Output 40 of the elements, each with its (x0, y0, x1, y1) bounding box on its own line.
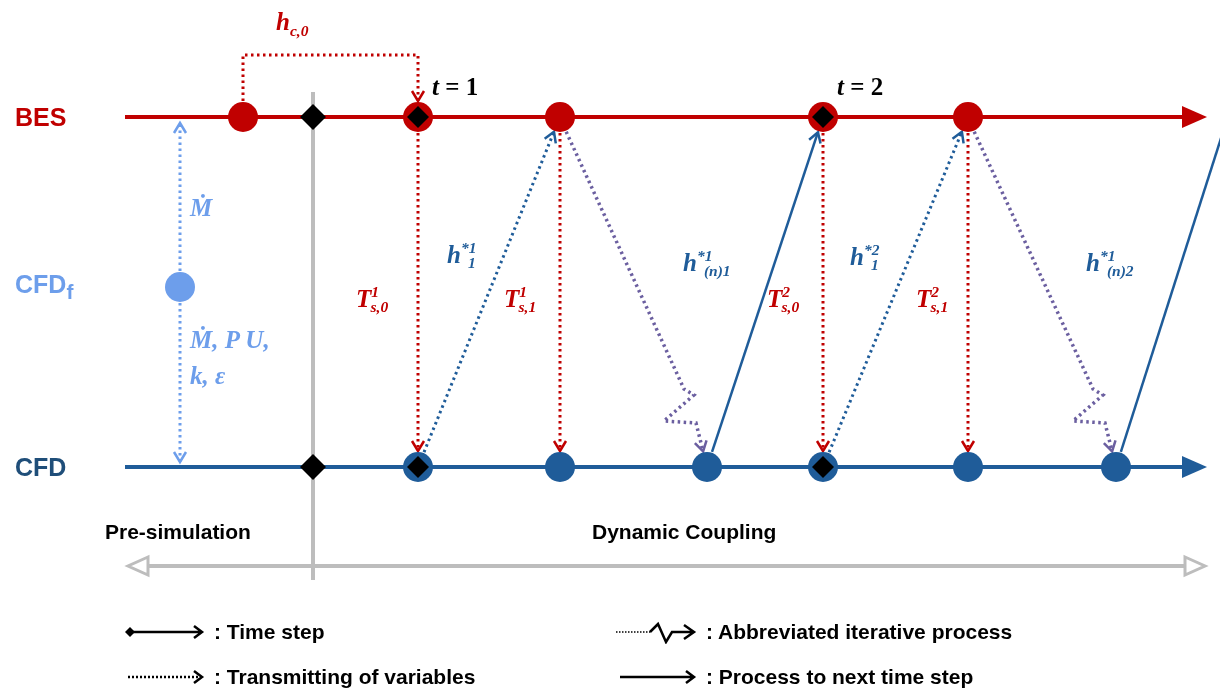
time-step-node (808, 102, 838, 132)
edge-label: h$_{c,0}$ (276, 8, 309, 40)
cfd-step-node (692, 452, 722, 482)
row-label: BES (15, 102, 67, 132)
cfd-f-node (165, 272, 195, 302)
legend-text: : Process to next time step (706, 665, 974, 689)
bes-step-node (228, 102, 258, 132)
arrow (710, 130, 822, 453)
arrow (552, 133, 568, 453)
iteration-arrow (564, 131, 708, 453)
phase-label: Dynamic Coupling (592, 520, 777, 544)
time-step-marker (298, 452, 328, 482)
arrow (241, 53, 426, 103)
cfd-step-node (1101, 452, 1131, 482)
arrow (410, 133, 426, 453)
arrow (827, 130, 965, 453)
cfd-step-node (953, 452, 983, 482)
time-step-node (403, 452, 433, 482)
edge-label: Ṁ (190, 194, 213, 222)
arrow (960, 133, 976, 453)
legend-text: : Transmitting of variables (214, 665, 476, 689)
edge-label: Ṁ, P U, k, ε (190, 324, 270, 391)
time-label: t = 1 (432, 73, 479, 101)
time-step-node (403, 102, 433, 132)
row-label: CFD$_{f}$ (15, 270, 74, 304)
legend-text: : Abbreviated iterative process (706, 620, 1013, 644)
row-label: CFD (15, 452, 67, 482)
legend-text: : Time step (214, 620, 325, 644)
time-step-node (808, 452, 838, 482)
time-label: t = 2 (837, 73, 884, 101)
phase-label: Pre-simulation (105, 520, 251, 544)
cfd-step-node (545, 452, 575, 482)
time-step-marker (298, 102, 328, 132)
iteration-arrow (972, 131, 1117, 453)
arrow (172, 121, 188, 271)
bes-step-node (545, 102, 575, 132)
arrow (815, 133, 831, 453)
arrow (422, 130, 558, 453)
bes-step-node (953, 102, 983, 132)
arrow (172, 303, 188, 464)
